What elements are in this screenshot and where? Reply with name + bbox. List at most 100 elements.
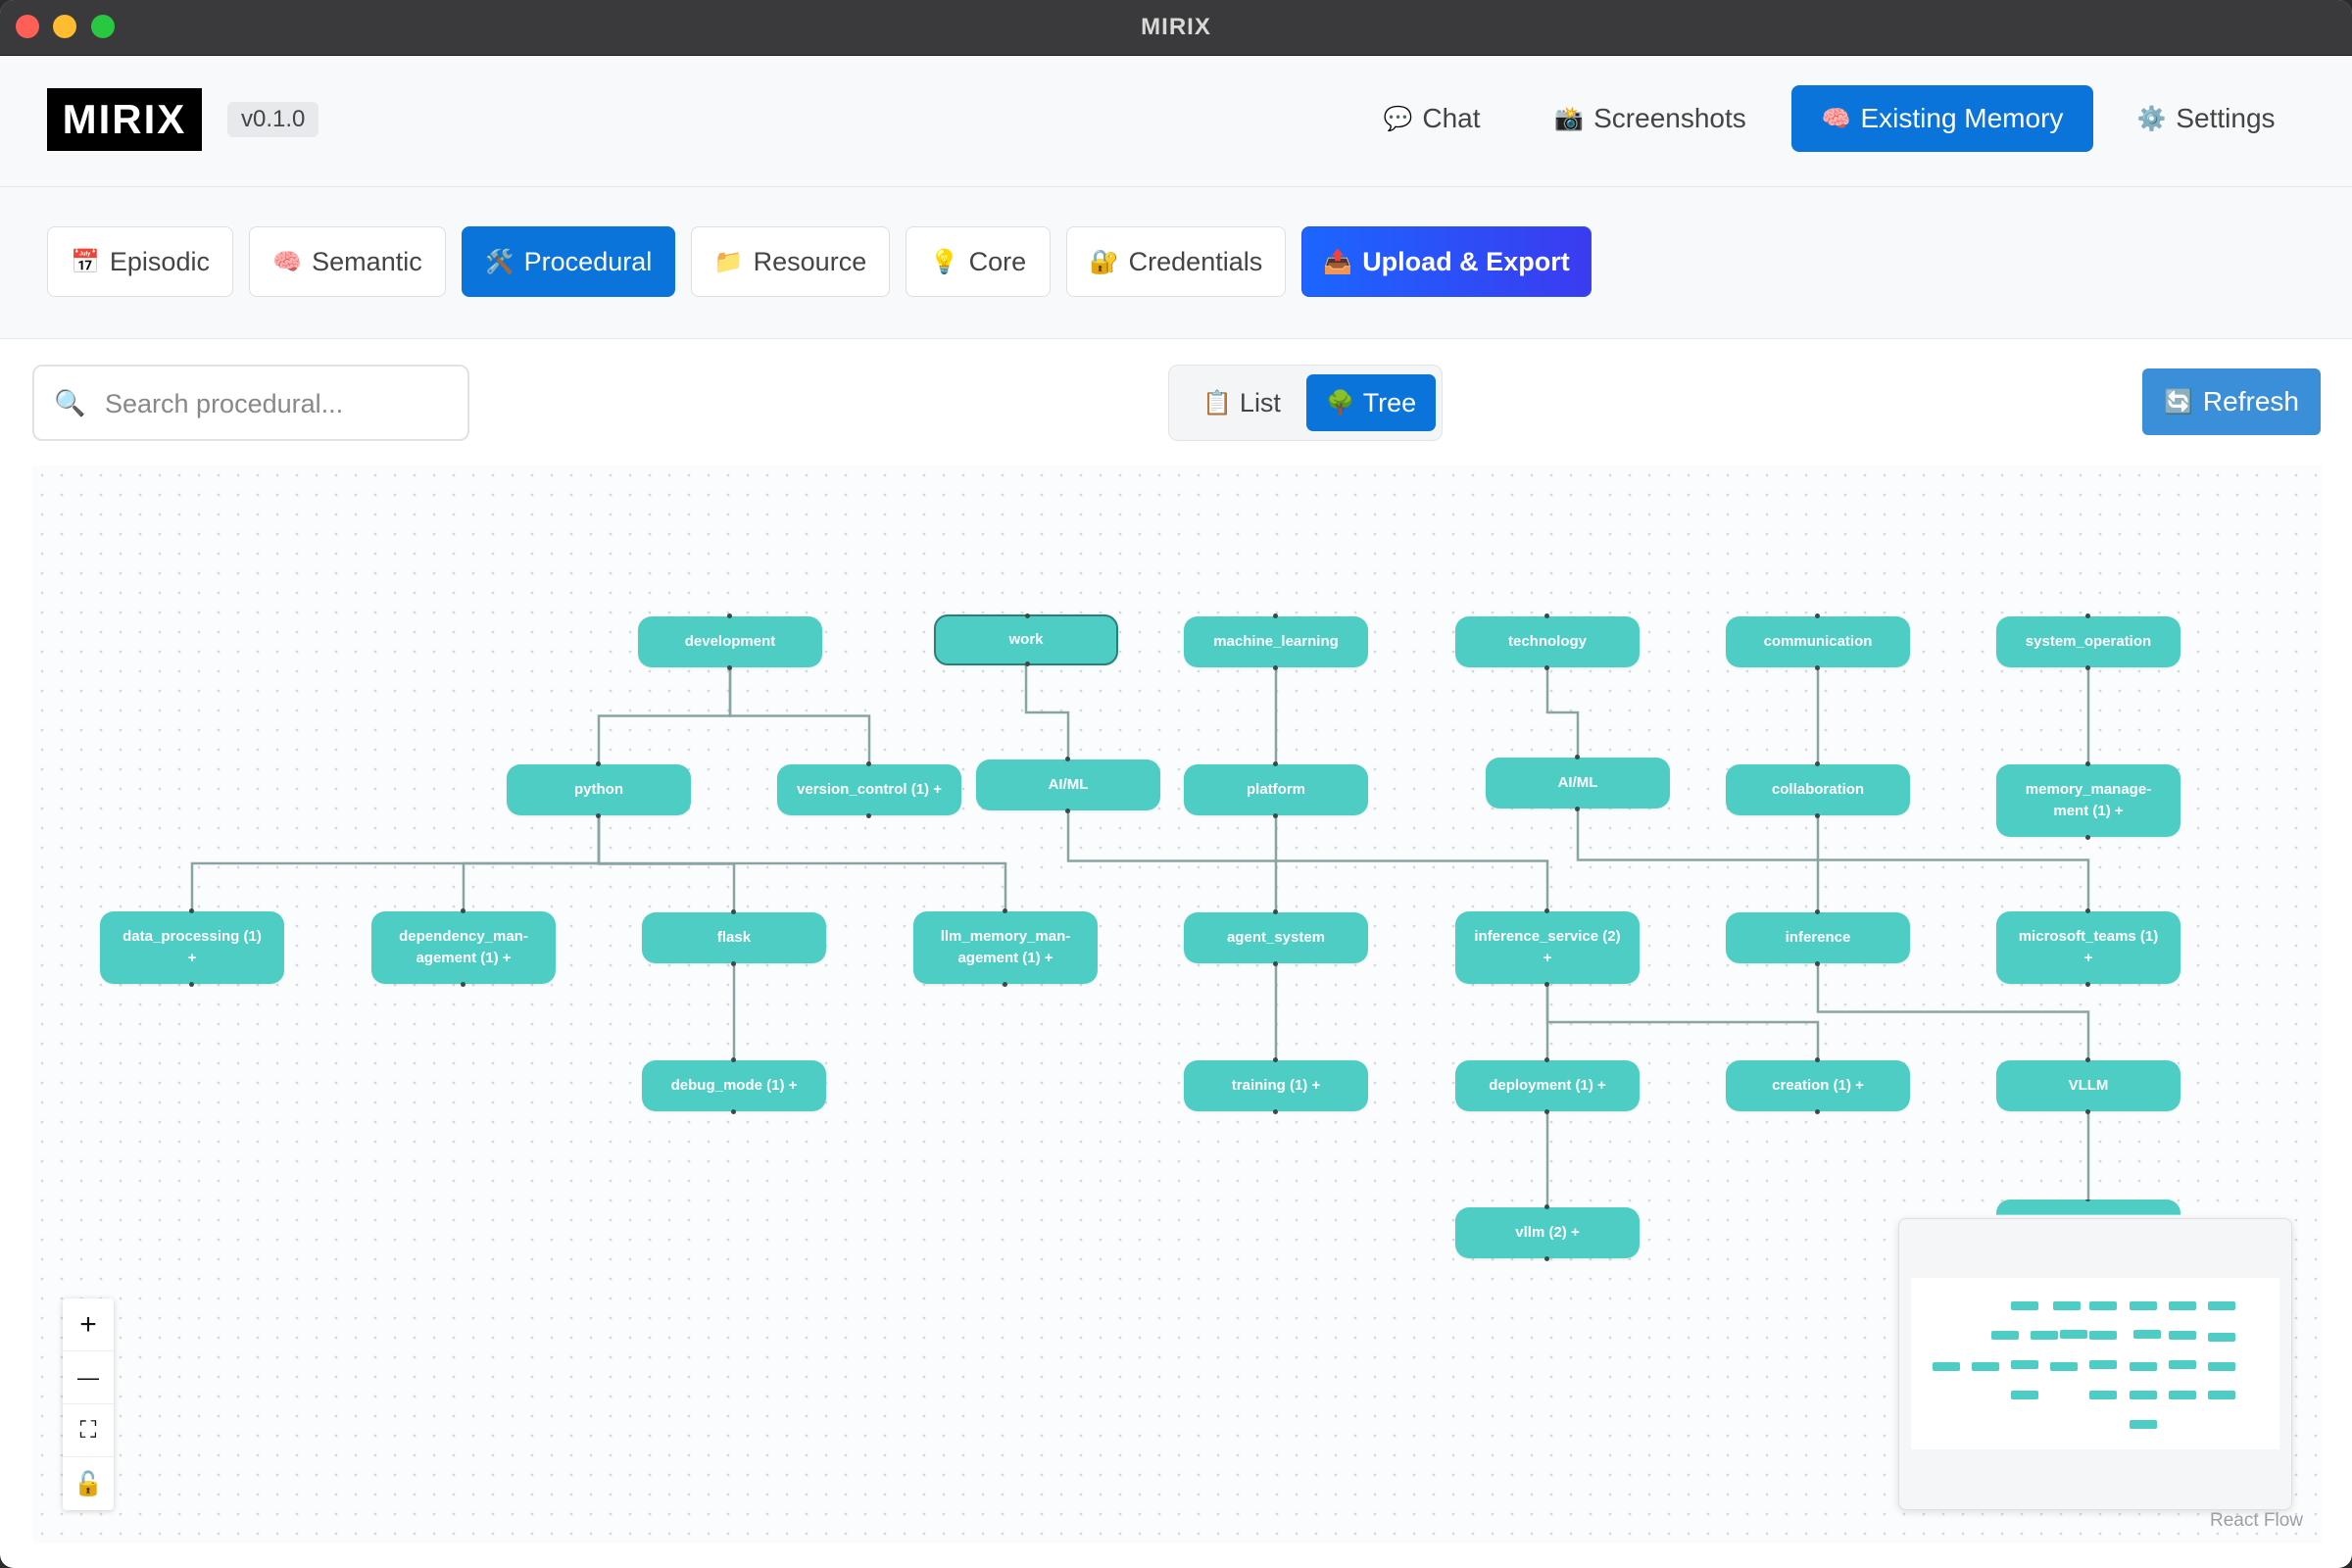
- source-handle[interactable]: [1544, 665, 1549, 670]
- tree-node-version-control[interactable]: version_control (1) +: [777, 761, 961, 818]
- target-handle[interactable]: [727, 613, 732, 618]
- refresh-button[interactable]: 🔄 Refresh: [2142, 368, 2321, 435]
- target-handle[interactable]: [596, 761, 601, 766]
- tab-procedural[interactable]: 🛠️ Procedural: [462, 226, 675, 297]
- tree-node-technology[interactable]: technology: [1455, 613, 1640, 670]
- tree-node-communication[interactable]: communication: [1726, 613, 1910, 670]
- source-handle[interactable]: [727, 665, 732, 670]
- target-handle[interactable]: [731, 909, 736, 914]
- source-handle[interactable]: [1273, 1109, 1278, 1114]
- target-handle[interactable]: [2085, 761, 2090, 766]
- nav-existing-memory-button[interactable]: 🧠 Existing Memory: [1791, 85, 2093, 152]
- source-handle[interactable]: [1273, 813, 1278, 818]
- fit-view-icon[interactable]: ⛶: [63, 1404, 114, 1457]
- target-handle[interactable]: [2085, 1057, 2090, 1062]
- minimize-window-button[interactable]: [53, 15, 76, 38]
- source-handle[interactable]: [731, 961, 736, 966]
- tree-node-vllm[interactable]: vllm (2) +: [1455, 1204, 1640, 1261]
- source-handle[interactable]: [2085, 1109, 2090, 1114]
- source-handle[interactable]: [1065, 808, 1070, 813]
- maximize-window-button[interactable]: [91, 15, 115, 38]
- source-handle[interactable]: [1815, 961, 1820, 966]
- zoom-out-button[interactable]: —: [63, 1351, 114, 1404]
- source-handle[interactable]: [1815, 813, 1820, 818]
- tree-canvas[interactable]: development work machine_learning technolog…: [32, 466, 2322, 1544]
- tree-node-agent-system[interactable]: agent_system: [1184, 909, 1368, 966]
- target-handle[interactable]: [1575, 755, 1580, 760]
- tree-node-work[interactable]: work: [934, 613, 1118, 666]
- tree-node-llm-memory-management[interactable]: llm_memory_man- agement (1) +: [913, 908, 1098, 987]
- tree-node-deployment[interactable]: deployment (1) +: [1455, 1057, 1640, 1114]
- target-handle[interactable]: [866, 761, 871, 766]
- source-handle[interactable]: [1544, 1109, 1549, 1114]
- close-window-button[interactable]: [16, 15, 39, 38]
- tree-node-flask[interactable]: flask: [642, 909, 826, 966]
- tree-node-dependency-management[interactable]: dependency_man- agement (1) +: [371, 908, 556, 987]
- tab-episodic[interactable]: 📅 Episodic: [47, 226, 233, 297]
- target-handle[interactable]: [1025, 613, 1030, 618]
- tree-node-hidden[interactable]: [1996, 1200, 2180, 1215]
- target-handle[interactable]: [1544, 613, 1549, 618]
- tree-node-collaboration[interactable]: collaboration: [1726, 761, 1910, 818]
- react-flow-attribution[interactable]: React Flow: [2210, 1510, 2304, 1531]
- tab-core[interactable]: 💡 Core: [906, 226, 1051, 297]
- tab-resource[interactable]: 📁 Resource: [691, 226, 890, 297]
- tree-node-inference[interactable]: inference: [1726, 909, 1910, 966]
- source-handle[interactable]: [1025, 662, 1030, 666]
- target-handle[interactable]: [1003, 908, 1007, 913]
- nav-chat-button[interactable]: 💬 Chat: [1362, 85, 1501, 152]
- source-handle[interactable]: [1575, 807, 1580, 811]
- search-input[interactable]: [103, 380, 460, 427]
- tree-node-creation[interactable]: creation (1) +: [1726, 1057, 1910, 1114]
- tree-node-python[interactable]: python: [507, 761, 691, 818]
- lock-icon[interactable]: 🔓: [74, 1470, 103, 1497]
- source-handle[interactable]: [2085, 665, 2090, 670]
- target-handle[interactable]: [1815, 761, 1820, 766]
- tree-node-inference-service[interactable]: inference_service (2) +: [1455, 908, 1640, 987]
- tree-node-system-operation[interactable]: system_operation: [1996, 613, 2180, 670]
- target-handle[interactable]: [1815, 1057, 1820, 1062]
- tree-node-aiml1[interactable]: AI/ML: [976, 757, 1160, 813]
- source-handle[interactable]: [1273, 961, 1278, 966]
- zoom-in-button[interactable]: +: [63, 1298, 114, 1351]
- minimap[interactable]: [1898, 1218, 2292, 1510]
- target-handle[interactable]: [2085, 613, 2090, 618]
- source-handle[interactable]: [2085, 835, 2090, 840]
- tree-node-training[interactable]: training (1) +: [1184, 1057, 1368, 1114]
- tree-view-button[interactable]: 🌳 Tree: [1306, 374, 1436, 431]
- upload-export-button[interactable]: 📤 Upload & Export: [1301, 226, 1592, 297]
- tab-semantic[interactable]: 🧠 Semantic: [249, 226, 446, 297]
- tree-node-vllm[interactable]: VLLM: [1996, 1057, 2180, 1114]
- source-handle[interactable]: [1544, 982, 1549, 987]
- tree-node-machine-learning[interactable]: machine_learning: [1184, 613, 1368, 670]
- tree-node-memory-management[interactable]: memory_manage- ment (1) +: [1996, 761, 2180, 840]
- tree-node-debug-mode[interactable]: debug_mode (1) +: [642, 1057, 826, 1114]
- target-handle[interactable]: [1544, 1204, 1549, 1209]
- target-handle[interactable]: [461, 908, 466, 913]
- target-handle[interactable]: [1273, 761, 1278, 766]
- source-handle[interactable]: [1815, 1109, 1820, 1114]
- source-handle[interactable]: [731, 1109, 736, 1114]
- target-handle[interactable]: [2085, 908, 2090, 913]
- target-handle[interactable]: [1273, 1057, 1278, 1062]
- target-handle[interactable]: [1065, 757, 1070, 761]
- target-handle[interactable]: [731, 1057, 736, 1062]
- source-handle[interactable]: [1273, 665, 1278, 670]
- tree-node-data-processing[interactable]: data_processing (1) +: [100, 908, 284, 987]
- source-handle[interactable]: [596, 813, 601, 818]
- target-handle[interactable]: [2085, 1200, 2090, 1201]
- source-handle[interactable]: [1003, 982, 1007, 987]
- tree-node-microsoft-teams[interactable]: microsoft_teams (1) +: [1996, 908, 2180, 987]
- tree-node-platform[interactable]: platform: [1184, 761, 1368, 818]
- source-handle[interactable]: [866, 813, 871, 818]
- target-handle[interactable]: [1544, 908, 1549, 913]
- target-handle[interactable]: [189, 908, 194, 913]
- target-handle[interactable]: [1273, 613, 1278, 618]
- source-handle[interactable]: [189, 982, 194, 987]
- source-handle[interactable]: [1815, 665, 1820, 670]
- nav-settings-button[interactable]: ⚙️ Settings: [2117, 85, 2295, 152]
- tree-node-development[interactable]: development: [638, 613, 822, 670]
- target-handle[interactable]: [1815, 613, 1820, 618]
- source-handle[interactable]: [2085, 982, 2090, 987]
- tree-node-aiml2[interactable]: AI/ML: [1486, 755, 1670, 811]
